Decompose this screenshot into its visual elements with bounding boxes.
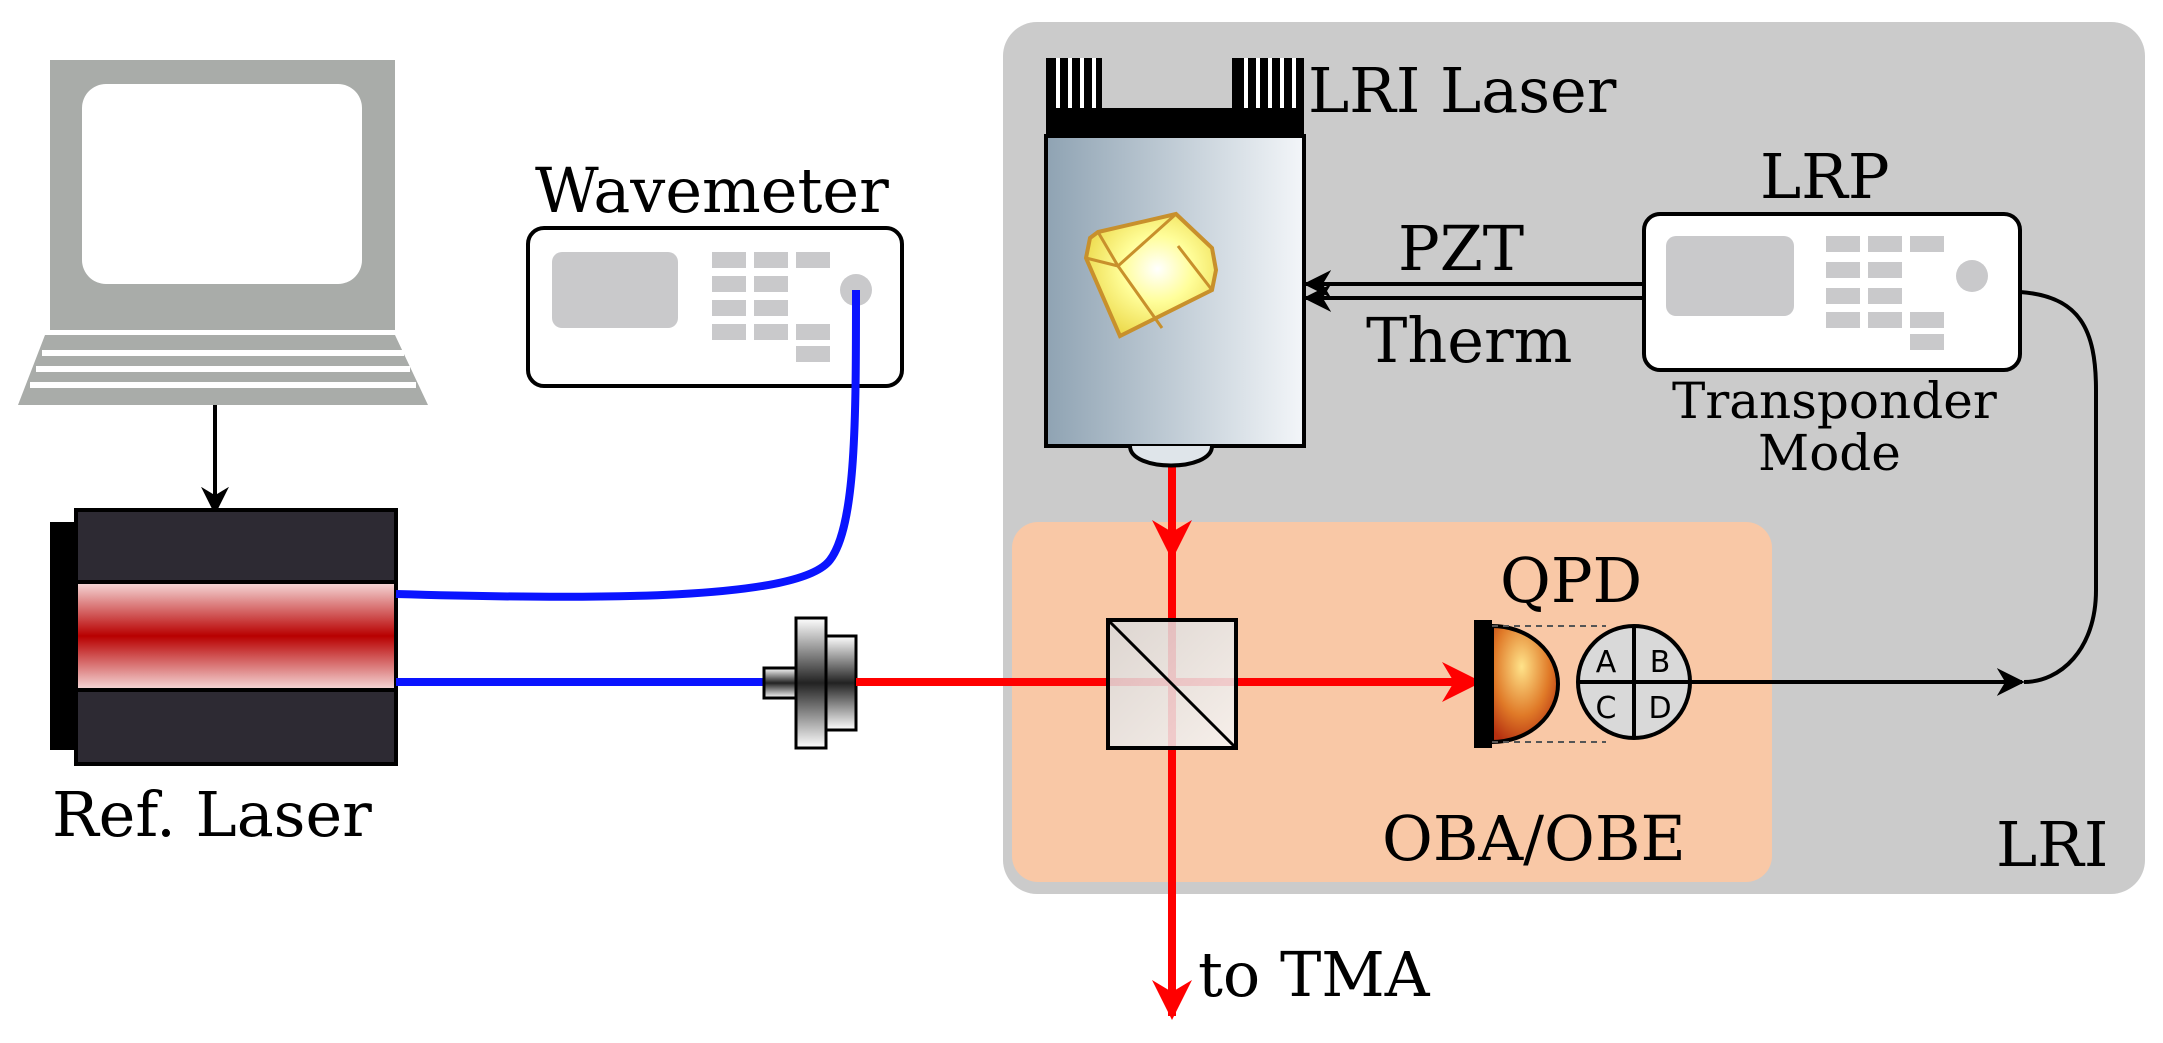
lri-label: LRI bbox=[1996, 808, 2108, 881]
qpd-label: QPD bbox=[1500, 544, 1642, 617]
ref-laser bbox=[50, 508, 398, 766]
lrp-label: LRP bbox=[1760, 140, 1890, 213]
qpd-quadrant-b: B bbox=[1650, 645, 1671, 680]
lrp-link-cable bbox=[2019, 290, 2098, 684]
transponder-mode-line2: Mode bbox=[1758, 424, 1901, 482]
to-tma-label: to TMA bbox=[1198, 938, 1431, 1011]
qpd-detector-icon bbox=[1474, 620, 1606, 748]
fiber-coupler-icon bbox=[762, 616, 858, 750]
therm-label: Therm bbox=[1366, 304, 1572, 377]
oba-obe-label: OBA/OBE bbox=[1382, 802, 1686, 875]
crystal-icon bbox=[1083, 211, 1219, 339]
computer-icon bbox=[18, 60, 428, 405]
ref-laser-label: Ref. Laser bbox=[52, 778, 372, 851]
beam-splitter-icon bbox=[1106, 618, 1238, 750]
lri-laser-device bbox=[1044, 58, 1306, 468]
lri-laser-label: LRI Laser bbox=[1308, 54, 1617, 127]
qpd-quadrant-c: C bbox=[1596, 691, 1617, 726]
lrp-device bbox=[1642, 212, 2022, 372]
wavemeter-device bbox=[526, 226, 904, 388]
qpd-quadrant-d: D bbox=[1648, 691, 1671, 726]
wavemeter-label: Wavemeter bbox=[535, 154, 889, 227]
pzt-label: PZT bbox=[1398, 212, 1524, 285]
fiber-ref-to-wavemeter bbox=[395, 289, 860, 601]
transponder-mode-line1: Transponder bbox=[1672, 372, 1997, 430]
oba-obe-region bbox=[1012, 522, 1772, 882]
qpd-quadrant-a: A bbox=[1596, 645, 1617, 680]
qpd-quadrant-diagram: A B C D bbox=[1576, 624, 1692, 740]
